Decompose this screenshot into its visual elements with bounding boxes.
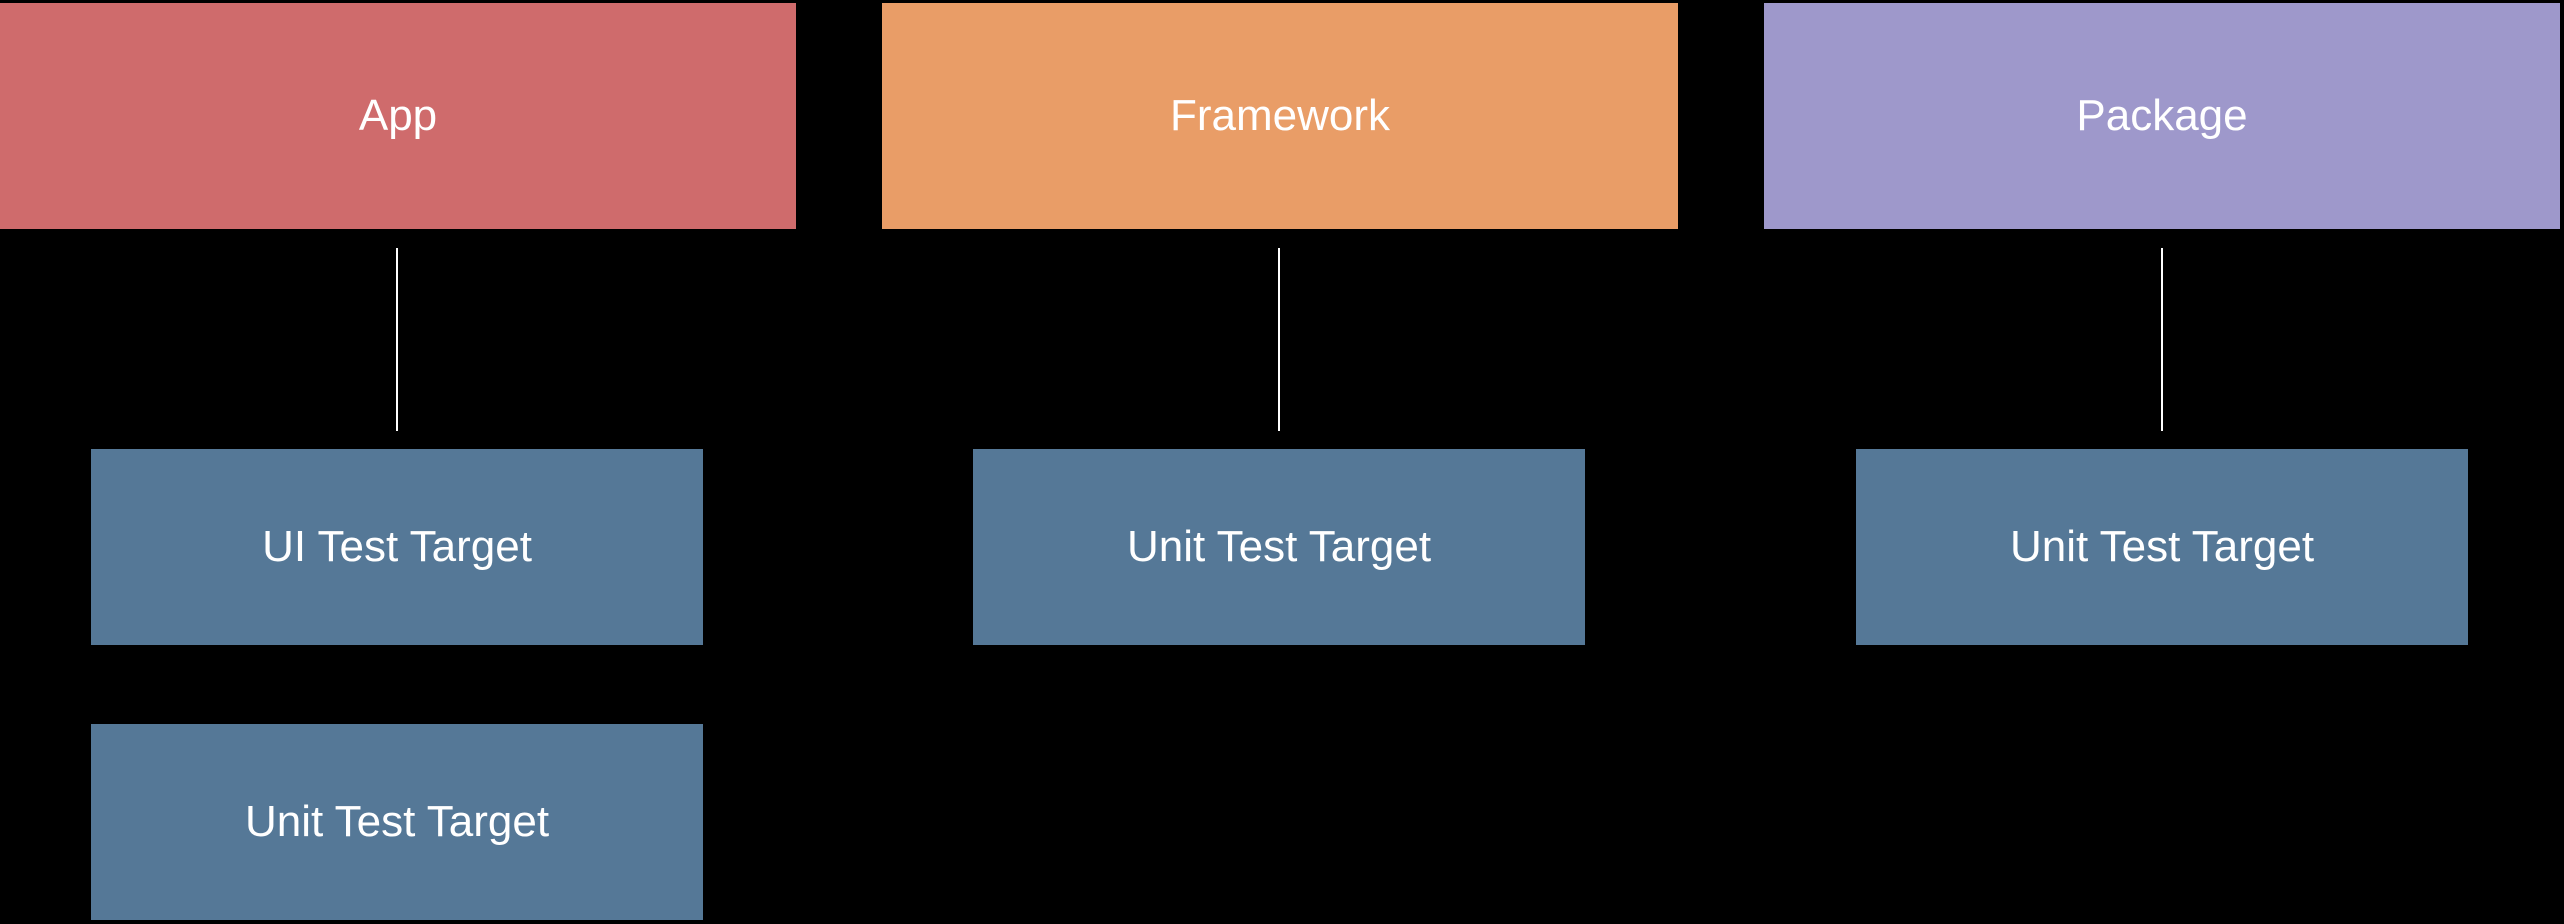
app-unit-test-target-label: Unit Test Target	[244, 797, 550, 846]
package-unit-test-target-box: Unit Test Target	[1856, 449, 2468, 645]
package-connector-line	[2161, 248, 2163, 431]
framework-box: Framework	[882, 3, 1678, 229]
app-label: App	[358, 91, 438, 140]
framework-label: Framework	[1169, 91, 1391, 140]
app-box: App	[0, 3, 796, 229]
app-connector-line	[396, 248, 398, 431]
package-unit-test-target-label: Unit Test Target	[2009, 522, 2315, 571]
framework-unit-test-target-box: Unit Test Target	[973, 449, 1585, 645]
app-ui-test-target-label: UI Test Target	[262, 522, 532, 571]
framework-connector-line	[1278, 248, 1280, 431]
framework-unit-test-target-label: Unit Test Target	[1126, 522, 1432, 571]
app-unit-test-target-box: Unit Test Target	[91, 724, 703, 920]
package-label: Package	[2076, 91, 2248, 140]
app-ui-test-target-box: UI Test Target	[91, 449, 703, 645]
package-box: Package	[1764, 3, 2560, 229]
